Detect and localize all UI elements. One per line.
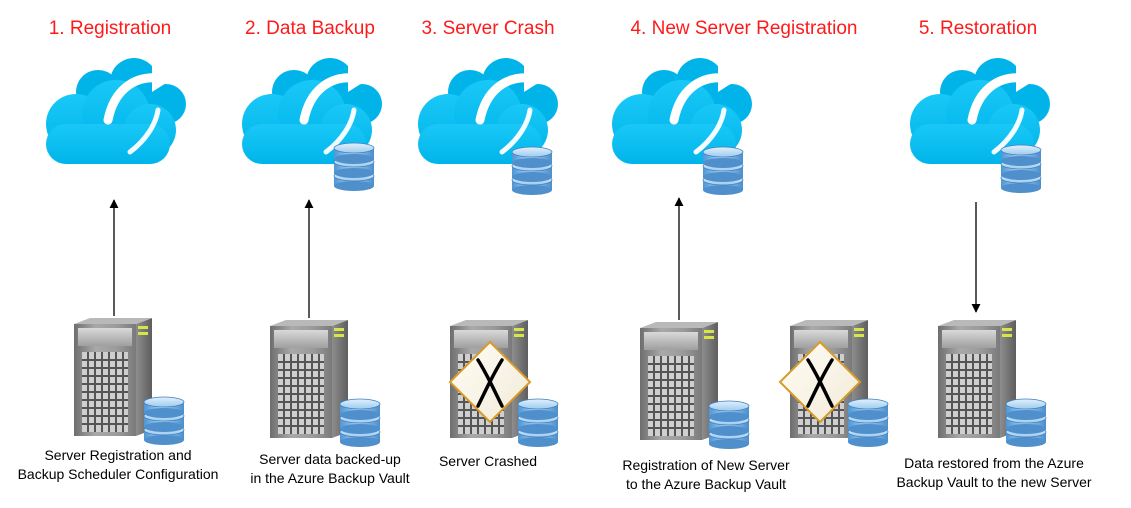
database-icon — [1005, 398, 1047, 448]
step-4-group — [612, 58, 889, 450]
step-3-caption: Server Crashed — [348, 452, 628, 471]
caption-line: Registration of New Server — [622, 457, 790, 473]
database-icon — [511, 146, 553, 196]
database-icon — [339, 398, 381, 448]
database-icon — [1000, 144, 1042, 194]
step-1-caption: Server Registration and Backup Scheduler… — [0, 446, 258, 484]
step-5-title: 5. Restoration — [918, 18, 1038, 39]
database-icon — [517, 398, 559, 448]
cloud-icon — [46, 58, 186, 164]
caption-line: Server data backed-up — [259, 451, 401, 467]
step-2-title: 2. Data Backup — [245, 18, 375, 39]
step-4-caption: Registration of New Server to the Azure … — [566, 456, 846, 494]
step-4-title: 4. New Server Registration — [630, 18, 858, 39]
server-icon — [269, 319, 349, 439]
caption-line: Backup Vault to the new Server — [896, 474, 1092, 490]
database-icon — [702, 146, 744, 196]
database-icon — [333, 142, 375, 192]
server-icon — [937, 319, 1017, 439]
step-2-caption: Server data backed-up in the Azure Backu… — [190, 450, 470, 488]
caption-line: Data restored from the Azure — [904, 455, 1084, 471]
caption-line: Server Crashed — [438, 453, 538, 469]
database-icon — [143, 396, 185, 446]
step-1-title: 1. Registration — [48, 18, 172, 39]
step-1-group — [46, 58, 186, 446]
database-icon — [708, 400, 750, 450]
server-icon — [639, 321, 719, 441]
caption-line: to the Azure Backup Vault — [625, 476, 787, 492]
step-3-title: 3. Server Crash — [421, 18, 555, 39]
step-2-group — [242, 58, 382, 448]
database-icon — [847, 398, 889, 448]
caption-line: in the Azure Backup Vault — [250, 470, 410, 486]
step-5-group — [910, 58, 1050, 448]
step-5-caption: Data restored from the Azure Backup Vaul… — [854, 454, 1131, 492]
caption-line: Backup Scheduler Configuration — [17, 466, 219, 482]
caption-line: Server Registration and — [44, 447, 192, 463]
step-3-group — [418, 58, 559, 448]
server-icon — [73, 317, 153, 437]
